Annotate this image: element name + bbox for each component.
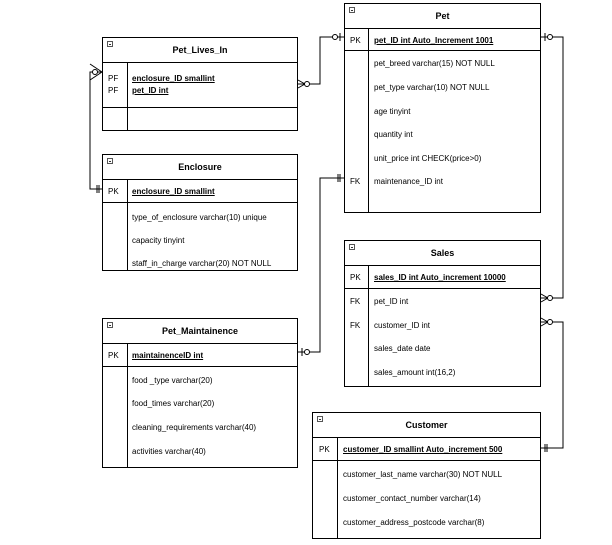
rel-pet-sales [541, 36, 564, 299]
field-section: food _type varchar(20) food_times varcha… [103, 367, 297, 468]
column-capacity[interactable]: capacity tinyint [132, 236, 185, 245]
column-customer-id[interactable]: customer_ID smallint Auto_increment 500 [343, 445, 503, 454]
column-customer-contact-number[interactable]: customer_contact_number varchar(14) [343, 494, 481, 503]
key-label: PF [108, 86, 119, 95]
key-label: PK [108, 187, 119, 196]
field-section [103, 108, 297, 130]
table-title: Enclosure [178, 162, 222, 172]
collapse-icon[interactable] [349, 244, 355, 250]
table-title: Customer [405, 420, 448, 430]
table-title: Pet_Lives_In [172, 45, 228, 55]
key-label: FK [350, 177, 361, 186]
field-section: customer_last_name varchar(30) NOT NULL … [313, 461, 540, 539]
column-pet-id[interactable]: pet_ID int [374, 297, 409, 306]
column-cleaning-requirements[interactable]: cleaning_requirements varchar(40) [132, 423, 257, 432]
column-pet-id[interactable]: pet_ID int [132, 86, 169, 95]
key-section: PK sales_ID int Auto_increment 10000 [345, 266, 540, 289]
key-section: PK maintainenceID int [103, 344, 297, 367]
rel-pet-lives-in-pet [298, 36, 344, 85]
column-sales-date[interactable]: sales_date date [374, 344, 431, 353]
table-header: Pet_Maintainence [103, 319, 297, 344]
key-label: PK [319, 445, 330, 454]
column-enclosure-id[interactable]: enclosure_ID smallint [132, 187, 215, 196]
column-enclosure-id[interactable]: enclosure_ID smallint [132, 74, 215, 83]
table-enclosure[interactable]: Enclosure PK enclosure_ID smallint type_… [102, 154, 298, 271]
rel-customer-sales [541, 321, 564, 449]
rel-pet-lives-in-enclosure [89, 71, 102, 190]
key-label: FK [350, 297, 361, 306]
table-header: Pet_Lives_In [103, 38, 297, 63]
column-maintainence-id[interactable]: maintainenceID int [132, 351, 204, 360]
key-label: PK [350, 36, 361, 45]
column-pet-breed[interactable]: pet_breed varchar(15) NOT NULL [374, 59, 495, 68]
column-customer-address-postcode[interactable]: customer_address_postcode varchar(8) [343, 518, 485, 527]
key-section: PK enclosure_ID smallint [103, 180, 297, 203]
column-age[interactable]: age tinyint [374, 107, 411, 116]
key-label: PK [108, 351, 119, 360]
column-activities[interactable]: activities varchar(40) [132, 447, 206, 456]
key-label: PF [108, 74, 119, 83]
table-pet-maintainence[interactable]: Pet_Maintainence PK maintainenceID int f… [102, 318, 298, 468]
collapse-icon[interactable] [107, 41, 113, 47]
column-maintenance-id[interactable]: maintenance_ID int [374, 177, 443, 186]
column-food-times[interactable]: food_times varchar(20) [132, 399, 215, 408]
column-quantity[interactable]: quantity int [374, 130, 413, 139]
column-customer-last-name[interactable]: customer_last_name varchar(30) NOT NULL [343, 470, 503, 479]
key-section: PF enclosure_ID smallint PF pet_ID int [103, 63, 297, 108]
collapse-icon[interactable] [107, 322, 113, 328]
table-header: Sales [345, 241, 540, 266]
key-label: FK [350, 321, 361, 330]
table-title: Pet [435, 11, 450, 21]
column-pet-type[interactable]: pet_type varchar(10) NOT NULL [374, 83, 490, 92]
column-food-type[interactable]: food _type varchar(20) [132, 376, 213, 385]
column-staff-in-charge[interactable]: staff_in_charge varchar(20) NOT NULL [132, 259, 272, 268]
collapse-icon[interactable] [349, 7, 355, 13]
rel-maintainence-pet [298, 177, 344, 353]
table-customer[interactable]: Customer PK customer_ID smallint Auto_in… [312, 412, 541, 539]
column-unit-price[interactable]: unit_price int CHECK(price>0) [374, 154, 482, 163]
key-section: PK customer_ID smallint Auto_increment 5… [313, 438, 540, 461]
field-section: pet_breed varchar(15) NOT NULL pet_type … [345, 51, 540, 213]
table-pet[interactable]: Pet PK pet_ID int Auto_Increment 1001 pe… [344, 3, 541, 213]
column-pet-id[interactable]: pet_ID int Auto_Increment 1001 [374, 36, 494, 45]
table-header: Customer [313, 413, 540, 438]
table-pet-lives-in[interactable]: Pet_Lives_In PF enclosure_ID smallint PF… [102, 37, 298, 131]
column-customer-id[interactable]: customer_ID int [374, 321, 431, 330]
table-header: Enclosure [103, 155, 297, 180]
key-label: PK [350, 273, 361, 282]
table-sales[interactable]: Sales PK sales_ID int Auto_increment 100… [344, 240, 541, 387]
collapse-icon[interactable] [107, 158, 113, 164]
column-sales-id[interactable]: sales_ID int Auto_increment 10000 [374, 273, 506, 282]
column-sales-amount[interactable]: sales_amount int(16,2) [374, 368, 456, 377]
column-type-of-enclosure[interactable]: type_of_enclosure varchar(10) unique [132, 213, 267, 222]
table-title: Sales [430, 248, 455, 258]
table-title: Pet_Maintainence [161, 326, 239, 336]
key-section: PK pet_ID int Auto_Increment 1001 [345, 29, 540, 51]
field-section: type_of_enclosure varchar(10) unique cap… [103, 203, 297, 271]
field-section: FK pet_ID int FK customer_ID int sales_d… [345, 289, 540, 387]
collapse-icon[interactable] [317, 416, 323, 422]
table-header: Pet [345, 4, 540, 29]
